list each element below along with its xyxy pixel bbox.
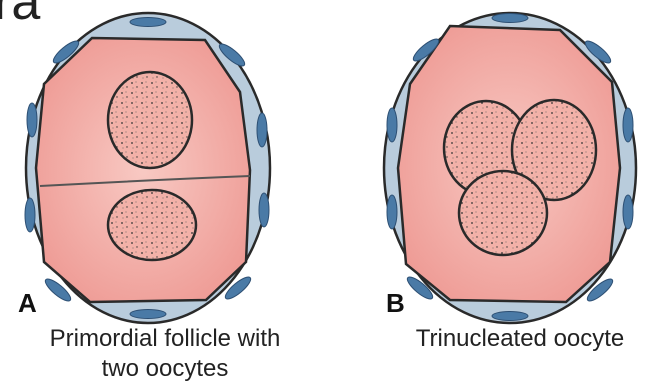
panel-a-follicle <box>25 13 270 323</box>
panel-a-upper-nucleus <box>108 72 192 168</box>
panel-b-nucleus-bottom <box>459 171 547 255</box>
panel-b-caption: Trinucleated oocyte <box>384 324 656 354</box>
panel-b-label: B <box>386 288 405 319</box>
panel-a-label: A <box>18 288 37 319</box>
panel-b-caption-line1: Trinucleated oocyte <box>384 324 656 354</box>
panel-a-caption-line2: two oocytes <box>4 354 326 384</box>
panel-a-caption: Primordial follicle with two oocytes <box>4 324 326 384</box>
panel-b-follicle <box>384 13 636 323</box>
panel-a-lower-nucleus <box>108 190 196 260</box>
panel-a-caption-line1: Primordial follicle with <box>4 324 326 354</box>
